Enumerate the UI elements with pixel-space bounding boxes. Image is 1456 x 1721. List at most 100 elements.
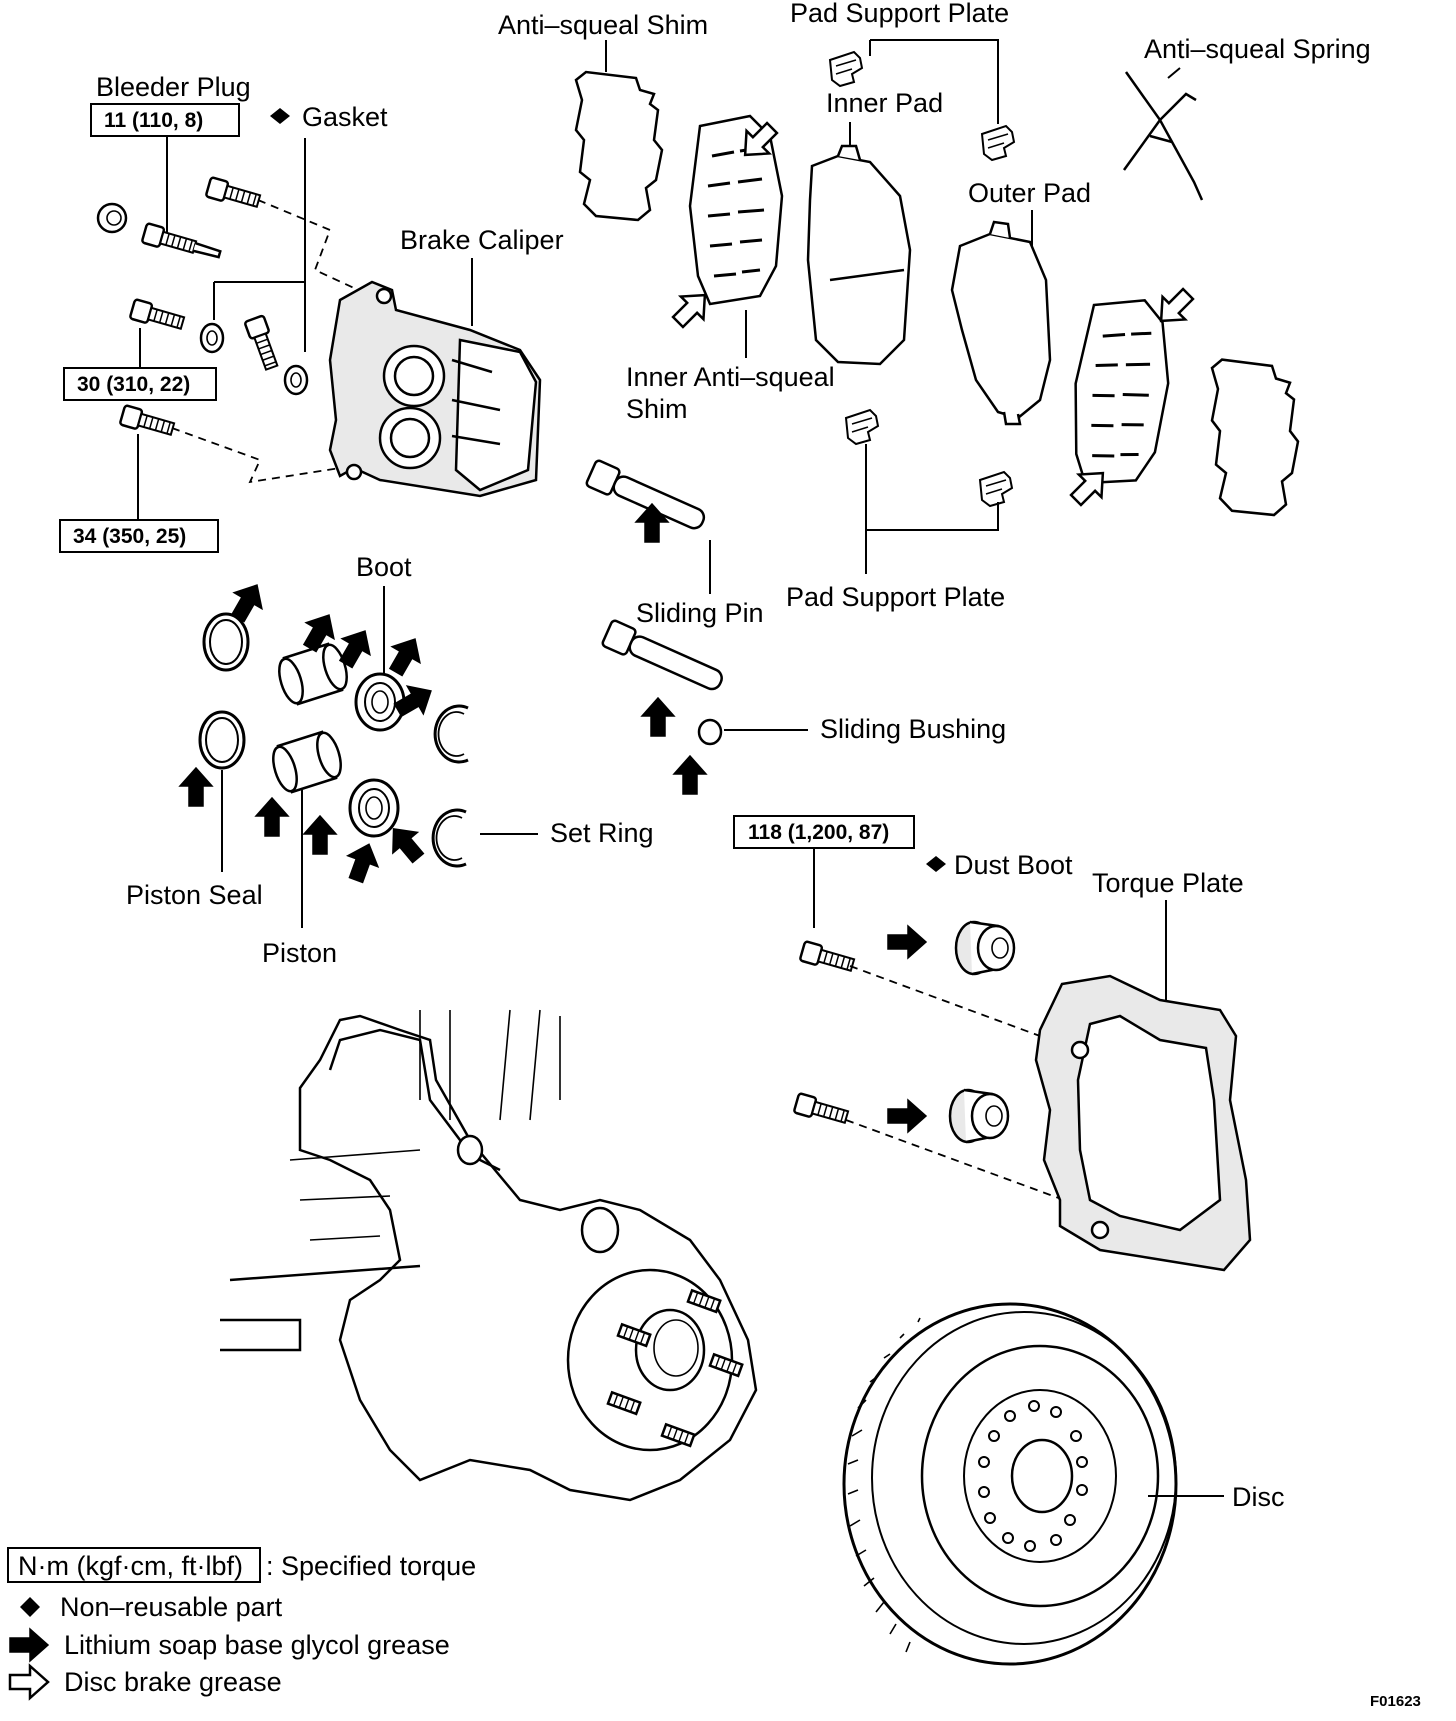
legend-hollow-arrow-icon — [8, 1664, 50, 1700]
arrow-filled-bushing — [673, 755, 707, 795]
gasket-2 — [283, 364, 309, 396]
torque-box-upper — [63, 367, 217, 401]
anti-squeal-spring-group: Anti–squeal Spring — [1122, 34, 1371, 201]
legend-torque-box — [7, 1547, 261, 1583]
legend-non-reusable: Non–reusable part — [60, 1592, 283, 1622]
dash-plate-upper — [849, 965, 1041, 1037]
dust-boot-upper — [954, 920, 1016, 976]
legend-filled-arrow-icon — [9, 1628, 49, 1662]
arrow-dust-boot-upper — [887, 925, 927, 959]
torque-plate-part — [1034, 974, 1252, 1272]
leader-pad-support-bottom — [865, 444, 999, 531]
torque-upper: 30 (310, 22) — [77, 373, 190, 396]
label-gasket: Gasket — [302, 102, 388, 132]
gasket-group: Gasket — [199, 102, 388, 396]
arrow-seal-upper — [223, 576, 272, 627]
lower-arm — [220, 1264, 421, 1352]
piston-seal-upper — [202, 612, 250, 672]
piston-seal-lower — [198, 710, 246, 770]
legend-torque-unit: N·m (kgf·cm, ft·lbf) — [18, 1551, 243, 1581]
set-ring-upper — [433, 704, 470, 764]
figure-id: F01623 — [1370, 1693, 1421, 1710]
knuckle-details — [419, 1009, 561, 1121]
torque-box-plate — [733, 815, 915, 849]
boot-lower — [348, 778, 400, 838]
label-inner-anti-squeal-2: Shim — [626, 394, 688, 424]
legend-disc-brake-grease: Disc brake grease — [64, 1667, 282, 1697]
label-sliding-bushing: Sliding Bushing — [820, 714, 1006, 744]
sliding-pin-group: Sliding Pin — [585, 459, 764, 737]
label-bleeder-plug: Bleeder Plug — [96, 72, 251, 102]
anti-squeal-shim-part — [574, 70, 664, 222]
torque-bleeder: 11 (110, 8) — [104, 109, 203, 132]
arrow-filled-pin-lower — [641, 697, 675, 737]
arrow-boot-upper-1 — [381, 630, 430, 681]
dust-boot-lower — [948, 1088, 1010, 1144]
dash-bolt-lower — [171, 427, 341, 484]
sliding-pin-upper — [585, 459, 706, 530]
anti-squeal-shim-group: Anti–squeal Shim — [498, 10, 708, 222]
bleeder-plug-part — [140, 221, 222, 259]
label-sliding-pin: Sliding Pin — [636, 598, 764, 628]
sliding-pin-lower — [601, 619, 723, 691]
torque-plate-bolt-lower — [792, 1091, 851, 1128]
label-piston-seal: Piston Seal — [126, 880, 263, 910]
bleeder-cap — [96, 202, 128, 234]
label-pad-support-plate-bottom: Pad Support Plate — [786, 582, 1005, 612]
arrow-dust-boot-lower — [887, 1099, 927, 1133]
disc-vent-marks — [847, 1317, 921, 1653]
label-outer-pad: Outer Pad — [968, 178, 1091, 208]
set-ring-lower — [431, 808, 468, 868]
leader-anti-squeal-spring — [1167, 67, 1181, 79]
pad-support-plate-top-right — [981, 125, 1015, 161]
pad-support-plate-bottom-group: Pad Support Plate — [786, 409, 1013, 612]
label-brake-caliper: Brake Caliper — [400, 225, 564, 255]
pad-support-plate-bottom-right — [979, 471, 1013, 507]
piston-lower — [267, 728, 347, 796]
legend-torque-desc: : Specified torque — [266, 1551, 476, 1581]
brake-caliper-body — [328, 280, 542, 498]
caliper-bolts: 30 (310, 22) 34 (350, 25) — [59, 175, 381, 553]
piston-upper — [273, 640, 353, 708]
piston-assembly: Boot Set Ring Piston Seal Piston — [126, 552, 654, 968]
bleeder-plug-group: Bleeder Plug 11 (110, 8) — [90, 72, 251, 259]
label-dust-boot: Dust Boot — [954, 850, 1073, 880]
torque-box-lower — [59, 519, 219, 553]
torque-plate-bolt-upper — [798, 939, 857, 976]
outer-pad-group: Outer Pad — [950, 178, 1091, 426]
abs-sensor-wire — [328, 1028, 620, 1254]
label-set-ring: Set Ring — [550, 818, 654, 848]
non-reusable-mark-gasket — [270, 108, 290, 124]
knuckle-ribs — [289, 1149, 421, 1241]
label-pad-support-plate-top: Pad Support Plate — [790, 0, 1009, 28]
torque-plate-bolt: 118 (1,200, 87) — [748, 821, 889, 844]
outer-pad-part — [950, 220, 1052, 426]
caliper-bolt-upper — [128, 297, 187, 334]
inner-anti-squeal-shim-group: Inner Anti–squeal Shim — [626, 114, 835, 424]
sliding-bushing-group: Sliding Bushing — [673, 714, 1006, 795]
dash-plate-lower — [845, 1119, 1065, 1201]
legend-lithium-grease: Lithium soap base glycol grease — [64, 1630, 450, 1660]
label-boot: Boot — [356, 552, 412, 582]
disc-group: Disc — [842, 1302, 1285, 1666]
caliper-bolt-lower — [118, 403, 177, 440]
pad-support-plate-top-left — [829, 51, 863, 87]
torque-box-bleeder — [90, 103, 240, 137]
pad-support-plate-top-group: Pad Support Plate — [790, 0, 1015, 161]
non-reusable-mark-dust-boot — [926, 856, 946, 872]
label-anti-squeal-spring: Anti–squeal Spring — [1144, 34, 1371, 64]
inner-pad-group: Inner Pad — [806, 88, 943, 366]
legend: N·m (kgf·cm, ft·lbf) : Specified torque … — [7, 1547, 476, 1700]
pad-support-plate-bottom-left — [845, 409, 879, 445]
legend-diamond-icon — [20, 1597, 40, 1617]
wheel-studs — [606, 1288, 744, 1448]
leader-pad-support-top — [870, 39, 999, 124]
torque-plate-group: 118 (1,200, 87) Dust Boot Torque Plate — [733, 815, 1252, 1272]
outer-inner-shim-part — [1063, 292, 1179, 493]
brake-caliper-group: Brake Caliper — [328, 225, 564, 498]
label-piston: Piston — [262, 938, 337, 968]
label-anti-squeal-shim: Anti–squeal Shim — [498, 10, 708, 40]
arrow-boot-lower-1 — [340, 838, 385, 887]
torque-lower: 34 (350, 25) — [73, 525, 186, 548]
